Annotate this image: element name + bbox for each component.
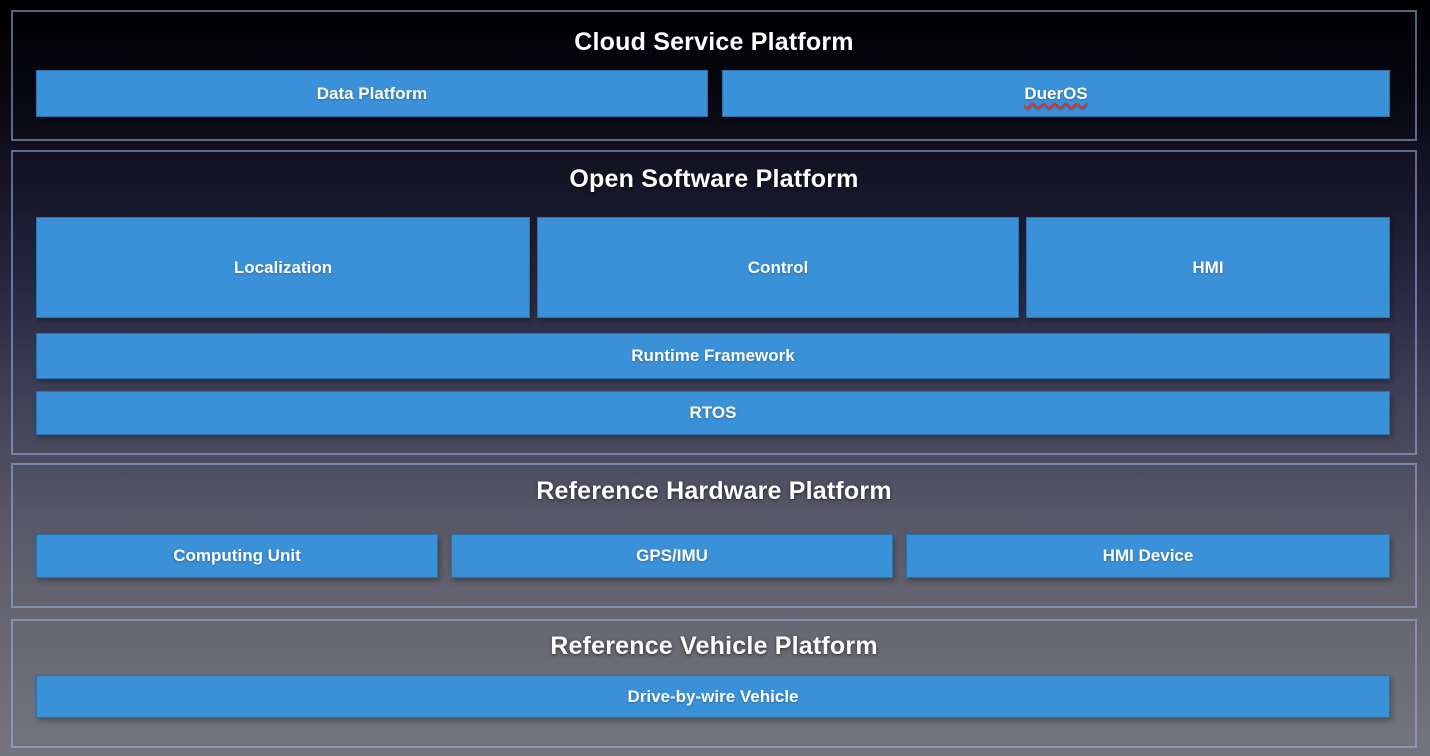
software-section-title: Open Software Platform [569, 165, 859, 193]
hmi-device-box: HMI Device [906, 534, 1390, 578]
gps-imu-box: GPS/IMU [451, 534, 893, 578]
cloud-section-title: Cloud Service Platform [574, 28, 854, 56]
runtime-framework-bar: Runtime Framework [36, 333, 1390, 379]
drive-by-wire-vehicle-label: Drive-by-wire Vehicle [627, 686, 799, 706]
computing-unit-box: Computing Unit [36, 534, 438, 578]
cloud-boxes-row: Data Platform DuerOS [36, 70, 1390, 117]
hmi-box: HMI [1026, 217, 1390, 318]
dueros-label: DuerOS [1024, 83, 1088, 103]
computing-unit-label: Computing Unit [173, 546, 301, 565]
cloud-service-platform-section: Cloud Service Platform Data Platform Due… [11, 10, 1417, 141]
control-label: Control [747, 257, 809, 277]
software-modules-row: Localization Control HMI [36, 217, 1390, 318]
drive-by-wire-vehicle-bar: Drive-by-wire Vehicle [36, 675, 1390, 718]
control-box: Control [537, 217, 1019, 318]
localization-label: Localization [233, 257, 333, 277]
gps-imu-label: GPS/IMU [636, 546, 708, 565]
open-software-platform-section: Open Software Platform Localization Cont… [11, 150, 1417, 455]
runtime-framework-label: Runtime Framework [631, 346, 795, 365]
rtos-bar: RTOS [36, 391, 1390, 435]
hardware-section-title: Reference Hardware Platform [536, 477, 892, 505]
hmi-device-label: HMI Device [1102, 546, 1194, 565]
hardware-boxes-row: Computing Unit GPS/IMU HMI Device [36, 534, 1390, 578]
reference-vehicle-platform-section: Reference Vehicle Platform Drive-by-wire… [11, 619, 1417, 748]
reference-hardware-platform-section: Reference Hardware Platform Computing Un… [11, 463, 1417, 608]
vehicle-section-title: Reference Vehicle Platform [550, 632, 878, 660]
localization-box: Localization [36, 217, 530, 318]
data-platform-label: Data Platform [316, 83, 428, 103]
data-platform-box: Data Platform [36, 70, 708, 117]
rtos-label: RTOS [689, 403, 737, 422]
dueros-box: DuerOS [722, 70, 1390, 117]
hmi-label: HMI [1192, 257, 1224, 277]
